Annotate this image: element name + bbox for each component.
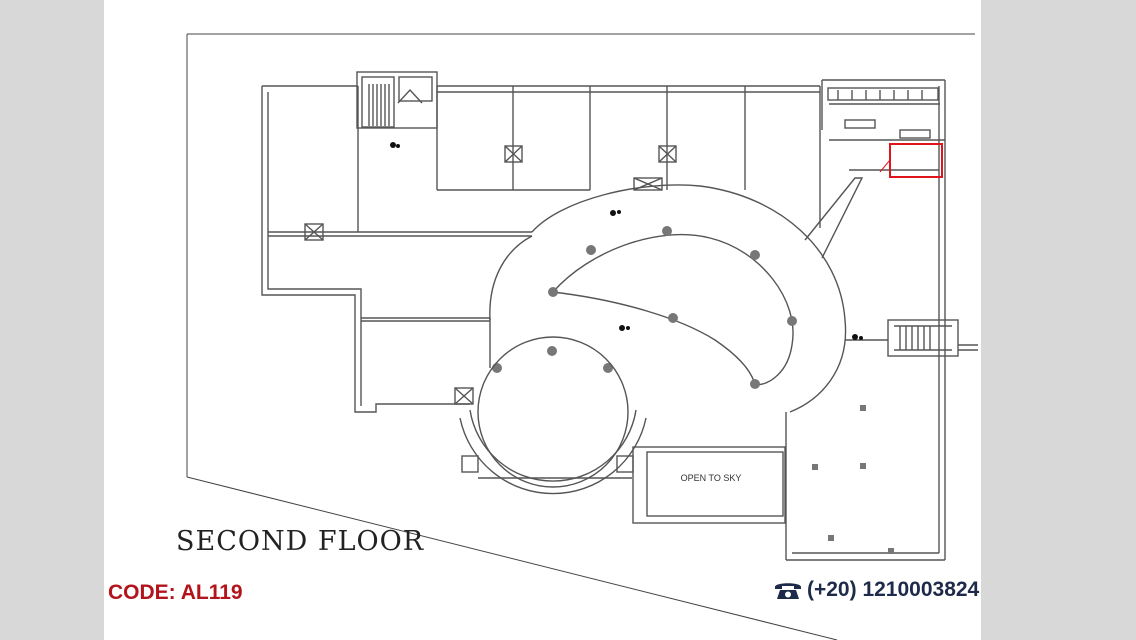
atrium-columns [492, 226, 797, 389]
phone-contact[interactable]: (+20) 1210003824 [773, 578, 979, 602]
telephone-icon [775, 583, 801, 599]
toilets-block [827, 87, 939, 139]
open-to-sky-court [632, 446, 786, 524]
phone-number: (+20) 1210003824 [807, 578, 980, 601]
north-stair-core [356, 71, 438, 129]
open-to-sky-label: OPEN TO SKY [680, 473, 742, 483]
highlighted-room [879, 143, 943, 178]
east-columns [812, 405, 894, 554]
listing-code: CODE: AL119 [108, 581, 243, 604]
circular-drum [459, 336, 647, 495]
north-shop-units [304, 85, 821, 405]
site-boundary [186, 33, 975, 640]
floor-title: SECOND FLOOR [176, 526, 425, 557]
east-stair-core [887, 319, 978, 357]
atrium-walls [489, 184, 847, 413]
plan-sheet [104, 0, 981, 640]
fixture-symbols [390, 142, 863, 340]
west-wing-walls [261, 85, 532, 413]
